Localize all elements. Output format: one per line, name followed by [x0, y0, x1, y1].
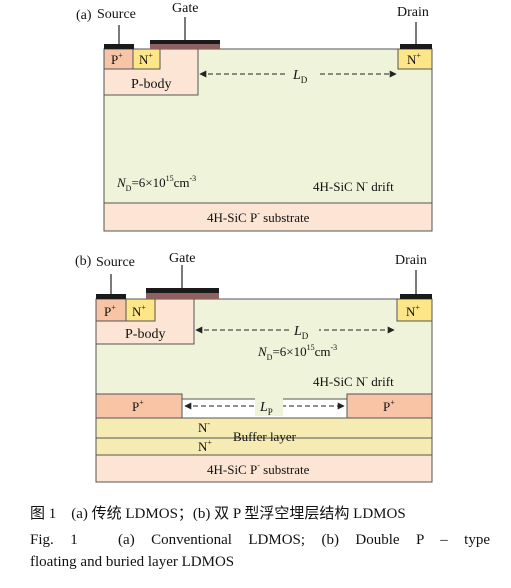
gate-poly [146, 293, 219, 299]
substrate-layer [95, 454, 433, 483]
n-plus-source-region [132, 48, 161, 70]
drift-label: 4H-SiC N- drift [313, 373, 394, 389]
caption-chinese: 图 1 (a) 传统 LDMOS；(b) 双 P 型浮空埋层结构 LDMOS [30, 506, 406, 522]
source-label: Source [96, 255, 135, 270]
ld-label: LD [293, 324, 309, 341]
gate-metal [146, 288, 219, 293]
p-body-label: P-body [131, 77, 171, 92]
buffer-layer-label: Buffer layer [233, 429, 297, 444]
buried-p-plus-left [95, 393, 183, 419]
caption-english-line-2: floating and buried layer LDMOS [30, 554, 235, 570]
doping-label: ND=6×1015cm-3 [116, 174, 196, 193]
caption-english: Fig. 1 (a) Conventional LDMOS; (b) Doubl… [30, 529, 490, 573]
source-label: Source [97, 7, 136, 22]
drain-contact [400, 294, 432, 299]
n-plus-source-label: N+ [132, 303, 146, 319]
gate-metal [150, 40, 220, 44]
drift-label: 4H-SiC N- drift [313, 178, 394, 194]
panel-b-tag: (b) [75, 254, 92, 269]
ld-label: LD [292, 68, 308, 85]
source-contact [104, 44, 134, 49]
buried-p-plus-right-label: P+ [383, 398, 395, 414]
drain-label: Drain [397, 5, 429, 20]
drain-contact [400, 44, 432, 49]
doping-label: ND=6×1015cm-3 [257, 343, 337, 362]
p-plus-label: P+ [111, 51, 123, 67]
gate-label: Gate [172, 1, 198, 16]
buffer-n-minus-label: N- [198, 419, 210, 435]
p-plus-label: P+ [104, 303, 116, 319]
buried-p-plus-right [346, 393, 433, 419]
buried-p-plus-left-label: P+ [132, 398, 144, 414]
panel-b-diagram: (b) Source Gate Drain P+ N+ N+ P-body LD… [75, 251, 433, 483]
buffer-n-plus-label: N+ [198, 438, 212, 454]
lp-label: LP [259, 400, 273, 417]
source-contact [96, 294, 126, 299]
n-plus-source-label: N+ [139, 51, 153, 67]
panel-a-tag: (a) [76, 8, 92, 23]
substrate-label: 4H-SiC P- substrate [207, 461, 310, 477]
gate-poly [150, 44, 220, 49]
p-body-label: P-body [125, 327, 165, 342]
n-plus-source-region [125, 298, 156, 322]
n-plus-drain-label: N+ [406, 303, 420, 319]
panel-a-diagram: (a) Source Gate Drain P+ N+ N+ P-body LD… [76, 1, 433, 232]
caption-english-line-1: Fig. 1 (a) Conventional LDMOS; (b) Doubl… [30, 532, 490, 548]
substrate-label: 4H-SiC P- substrate [207, 209, 310, 225]
n-plus-drain-label: N+ [407, 51, 421, 67]
drain-label: Drain [395, 253, 427, 268]
figure-caption: 图 1 (a) 传统 LDMOS；(b) 双 P 型浮空埋层结构 LDMOS F… [30, 503, 490, 573]
gate-label: Gate [169, 251, 195, 266]
substrate-layer [103, 202, 433, 232]
